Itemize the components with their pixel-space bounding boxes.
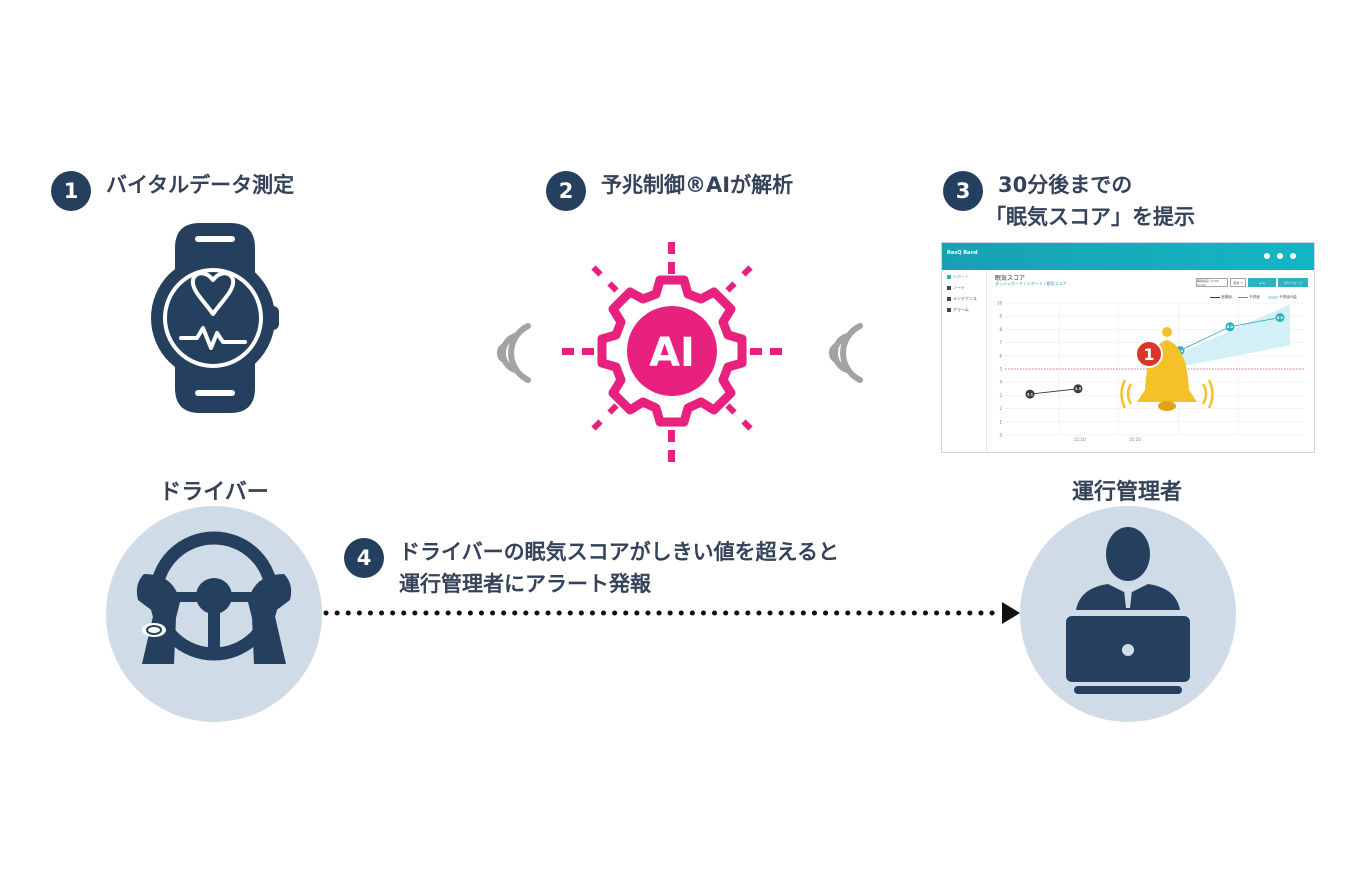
update-button-label: 更新 ▽	[1233, 280, 1243, 285]
step-2-title: 予兆制御®AIが解析	[601, 173, 794, 197]
step-1-title: バイタルデータ測定	[106, 173, 295, 197]
sidebar-item-alarm[interactable]: アラーム	[947, 307, 969, 313]
y-tick-label: 7	[999, 340, 1002, 345]
sidebar-item-label: アラーム	[953, 307, 969, 312]
x-tick-label: 21:20	[1129, 437, 1141, 442]
sidebar-item-label: レポート	[953, 274, 969, 279]
report-icon	[947, 275, 951, 279]
notification-count: 1	[1143, 345, 1154, 364]
data-point	[1225, 322, 1235, 332]
step-1-badge: 1	[51, 171, 91, 211]
legend-predicted-label: 予測値	[1249, 295, 1260, 299]
sidebar-item-label: メンテナンス	[953, 296, 977, 301]
legend-range-swatch	[1268, 295, 1278, 299]
sidebar-item-maintenance[interactable]: メンテナンス	[947, 296, 977, 302]
alert-bell-icon: 1	[1120, 327, 1214, 411]
legend-actual-swatch	[1210, 296, 1220, 298]
maintenance-icon	[947, 297, 951, 301]
gear-icon[interactable]	[1277, 253, 1283, 259]
y-tick-label: 4	[999, 380, 1002, 385]
user-icon[interactable]	[1290, 253, 1296, 259]
x-tick-label: 21:10	[1074, 437, 1086, 442]
step-1-number: 1	[63, 179, 79, 203]
legend-predicted: 予測値	[1238, 295, 1260, 300]
ai-gear-icon: AI	[562, 242, 782, 462]
legend-predicted-swatch	[1238, 296, 1248, 298]
prediction-range-band	[1168, 304, 1290, 369]
bell-clapper	[1158, 401, 1176, 411]
bell-icon[interactable]	[1264, 253, 1270, 259]
bell-wave	[1120, 379, 1127, 409]
legend-range-label: 予測値の幅	[1279, 295, 1297, 299]
data-point-label: 6.4	[1177, 349, 1184, 353]
bell-wave	[1201, 383, 1208, 405]
driver-icon	[106, 506, 322, 722]
manager-icon	[1020, 506, 1236, 722]
data-point	[1275, 313, 1285, 323]
download-button[interactable]: ダウンロード	[1278, 278, 1308, 287]
dashboard-page-title: 眠気スコア	[995, 275, 1026, 282]
step-2-number: 2	[558, 179, 574, 203]
step-3-badge: 3	[943, 171, 983, 211]
data-point	[1073, 384, 1083, 394]
legend-actual-label: 実績値	[1221, 295, 1232, 299]
data-point-label: 8.9	[1277, 316, 1284, 320]
y-tick-label: 1	[999, 419, 1002, 424]
manager-label: 運行管理者	[1071, 480, 1182, 505]
driver-label: ドライバー	[159, 480, 269, 505]
alert-arrow	[323, 602, 1020, 624]
y-tick-label: 3	[999, 393, 1002, 398]
dashboard-brand: ResQ Band	[947, 250, 978, 256]
sidebar-item-note[interactable]: ノート	[947, 285, 965, 291]
step-4-title-line2: 運行管理者にアラート発報	[399, 572, 651, 596]
y-tick-label: 2	[999, 406, 1002, 411]
update-button[interactable]: 更新 ▽	[1230, 278, 1246, 287]
y-tick-label: 5	[999, 367, 1002, 372]
sidebar-item-label: ノート	[953, 285, 965, 290]
period-button[interactable]: 期間指定 12:00-13:00	[1196, 278, 1228, 287]
legend-range: 予測値の幅	[1268, 295, 1297, 300]
step-3-number: 3	[955, 179, 971, 203]
alarm-icon	[947, 308, 951, 312]
smartwatch-icon	[151, 223, 279, 413]
sidebar-item-report[interactable]: レポート	[947, 274, 969, 280]
data-point-label: 3.5	[1075, 387, 1082, 391]
y-tick-label: 10	[997, 301, 1003, 306]
view-toggle-button[interactable]: ≡ ≡	[1248, 278, 1276, 287]
data-point	[1025, 389, 1035, 399]
bell-wave	[1207, 379, 1214, 409]
view-toggle-label: ≡ ≡	[1259, 280, 1265, 285]
step-4-title-line1: ドライバーの眠気スコアがしきい値を超えると	[399, 540, 839, 564]
dashboard-topbar: ResQ Band	[942, 243, 1314, 270]
breadcrumb[interactable]: ダッシュボード / レポート / 眠気スコア	[995, 281, 1067, 286]
y-tick-label: 8	[999, 327, 1002, 332]
note-icon	[947, 286, 951, 290]
step-3-title-line1: 30分後までの	[998, 173, 1133, 197]
notification-badge	[1135, 340, 1163, 368]
series-line	[1029, 388, 1079, 395]
bell-top	[1162, 327, 1172, 337]
step-3-title-line2: 「眠気スコア」を提示	[985, 205, 1195, 229]
data-point-label: 3.1	[1027, 392, 1034, 396]
y-tick-label: 6	[999, 353, 1002, 358]
dashboard-sidebar: レポート ノート メンテナンス アラーム	[942, 270, 987, 452]
y-tick-label: 0	[999, 433, 1002, 438]
step-4-number: 4	[356, 546, 372, 570]
step-2-badge: 2	[546, 171, 586, 211]
y-tick-label: 9	[999, 314, 1002, 319]
data-point-label: 8.2	[1227, 325, 1234, 329]
signal-waves-icon-left	[496, 323, 531, 383]
step-4-badge: 4	[344, 538, 384, 578]
period-button-label: 期間指定 12:00-13:00	[1197, 278, 1220, 287]
drowsiness-dashboard-screenshot: ResQ Band レポート ノート メンテナンス アラーム 眠気スコア ダッシ…	[941, 242, 1315, 453]
download-button-label: ダウンロード	[1283, 280, 1302, 285]
signal-waves-icon-right	[828, 323, 863, 383]
bell-wave	[1126, 383, 1133, 405]
ai-label: AI	[649, 330, 695, 376]
legend-actual: 実績値	[1210, 295, 1232, 300]
